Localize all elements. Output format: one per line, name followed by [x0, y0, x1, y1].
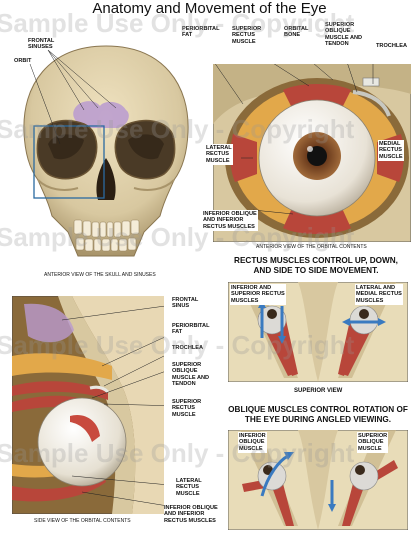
- skull-drawing: [23, 45, 189, 257]
- caption-skull: ANTERIOR VIEW OF THE SKULL AND SINUSES: [44, 272, 156, 278]
- label-side-trochlea: TROCHLEA: [172, 345, 204, 351]
- label-oblique-left: INFERIOR OBLIQUE MUSCLE: [238, 432, 267, 453]
- label-side-lateral-rectus: LATERAL RECTUS MUSCLE: [176, 478, 202, 497]
- label-oblique-right: SUPERIOR OBLIQUE MUSCLE: [357, 432, 389, 453]
- heading-oblique: OBLIQUE MUSCLES CONTROL ROTATION OF THE …: [228, 405, 408, 424]
- label-trochlea: TROCHLEA: [376, 43, 408, 49]
- label-lateral-rectus: LATERAL RECTUS MUSCLE: [205, 144, 233, 165]
- label-side-frontal-sinus: FRONTAL SINUS: [172, 297, 199, 310]
- label-orbit: ORBIT: [14, 58, 32, 64]
- label-side-periorbital-fat: PERIORBITAL FAT: [172, 323, 210, 336]
- orbit-highlight-box: [33, 125, 105, 199]
- label-side-superior-rectus: SUPERIOR RECTUS MUSCLE: [172, 399, 202, 418]
- label-side-superior-oblique: SUPERIOR OBLIQUE MUSCLE AND TENDON: [172, 362, 210, 387]
- anterior-orbit-drawing: [213, 64, 411, 242]
- caption-superior-view: SUPERIOR VIEW: [294, 388, 343, 394]
- label-medial-rectus: MEDIAL RECTUS MUSCLE: [378, 140, 404, 161]
- label-rectus-left: INFERIOR AND SUPERIOR RECTUS MUSCLES: [230, 284, 286, 305]
- label-periorbital-fat: PERIORBITAL FAT: [182, 26, 220, 39]
- anterior-orbit-illustration: [213, 64, 411, 242]
- label-side-inferior-muscles: INFERIOR OBLIQUE AND INFERIOR RECTUS MUS…: [164, 505, 218, 524]
- label-superior-oblique: SUPERIOR OBLIQUE MUSCLE AND TENDON: [325, 22, 363, 47]
- label-inferior-muscles: INFERIOR OBLIQUE AND INFERIOR RECTUS MUS…: [202, 210, 258, 231]
- caption-anterior-orbit: ANTERIOR VIEW OF THE ORBITAL CONTENTS: [256, 244, 367, 250]
- label-rectus-right: LATERAL AND MEDIAL RECTUS MUSCLES: [355, 284, 403, 305]
- side-view-illustration: [12, 296, 164, 514]
- side-view-drawing: [12, 296, 164, 514]
- label-frontal-sinuses: FRONTAL SINUSES: [28, 38, 55, 51]
- page-title: Anatomy and Movement of the Eye: [92, 0, 327, 17]
- skull-illustration: [8, 40, 204, 275]
- label-superior-rectus: SUPERIOR RECTUS MUSCLE: [232, 26, 262, 45]
- label-orbital-bone: ORBITAL BONE: [284, 26, 309, 39]
- caption-side-view: SIDE VIEW OF THE ORBITAL CONTENTS: [34, 518, 131, 524]
- heading-rectus: RECTUS MUSCLES CONTROL UP, DOWN, AND SID…: [234, 256, 398, 275]
